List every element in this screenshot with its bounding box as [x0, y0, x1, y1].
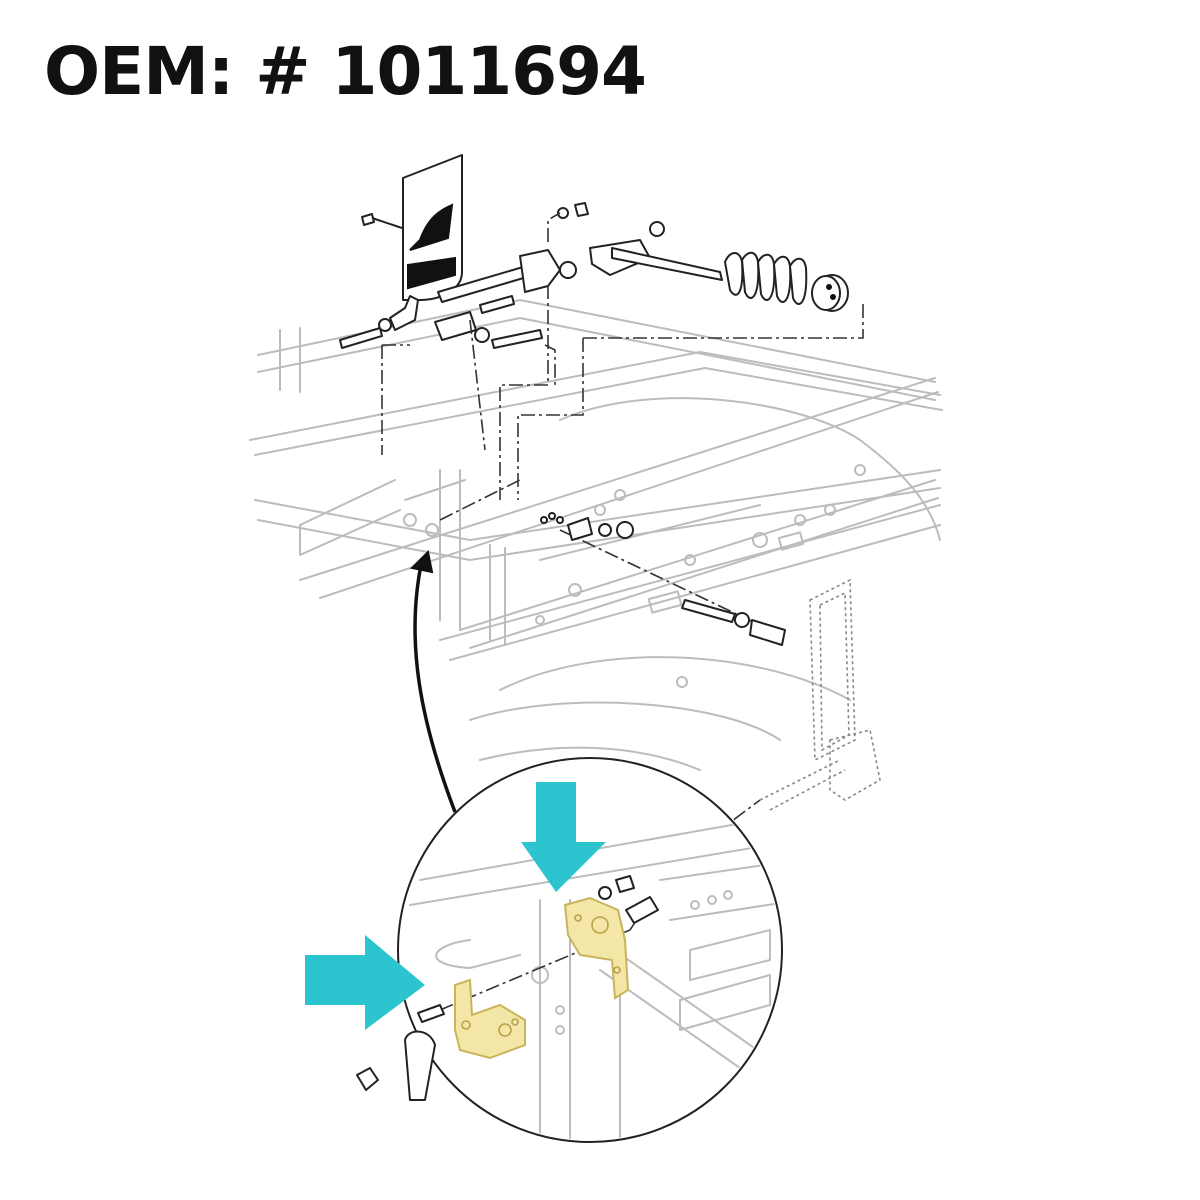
pedal-assembly — [339, 154, 849, 349]
lower-pedal-bracket — [454, 978, 526, 1060]
detail-inset — [356, 757, 783, 1143]
spring — [724, 251, 808, 305]
zoom-pointer-arrowhead — [409, 549, 434, 574]
chassis-frame — [249, 299, 943, 811]
upper-pedal-bracket — [563, 896, 630, 1000]
page-title: OEM: # 1011694 — [44, 33, 647, 110]
right-arrow-icon — [305, 935, 425, 1030]
down-arrow-icon — [521, 782, 606, 892]
zoom-pointer-arrow — [413, 559, 457, 813]
mid-frame-hardware — [540, 512, 786, 646]
